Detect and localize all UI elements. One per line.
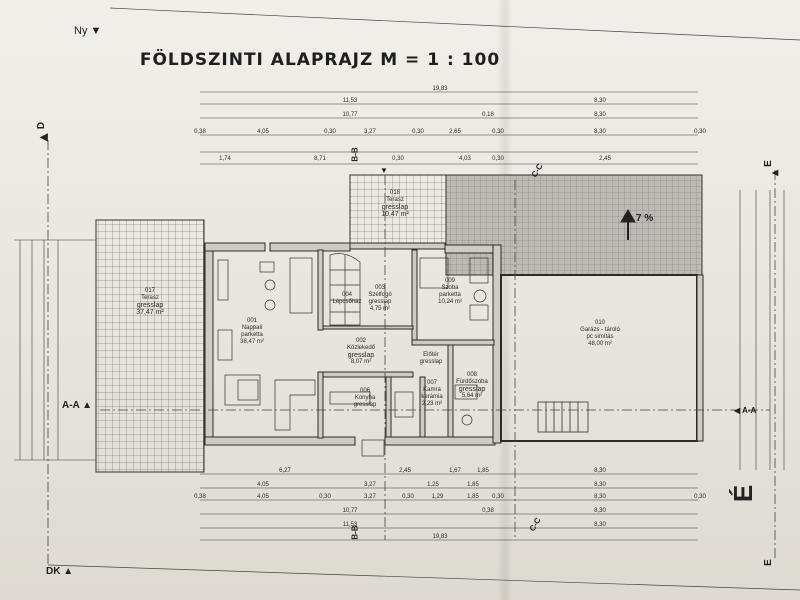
dim-bot-total: 19,83	[432, 534, 448, 540]
dim-top-4b: 4,05	[257, 129, 269, 135]
main-stair	[329, 253, 361, 326]
dim-top-5d: 4,03	[459, 156, 471, 162]
top-dimension-lines	[200, 91, 698, 165]
dim-bot-2d: 1,85	[467, 482, 479, 488]
section-lines	[47, 140, 776, 565]
section-e-bottom: E	[762, 559, 774, 566]
dim-top-4f: 2,65	[449, 129, 461, 135]
dim-top-3a: 10,77	[342, 112, 358, 118]
dim-bot-2a: 4,05	[257, 482, 269, 488]
section-e-top: E	[762, 160, 774, 167]
dim-top-5f: 2,45	[599, 156, 611, 162]
dim-bot-4b: 0,38	[482, 508, 494, 514]
dim-top-5c: 0,30	[392, 156, 404, 162]
dim-bot-3j: 0,30	[694, 494, 706, 500]
dim-bot-3h: 0,30	[492, 494, 504, 500]
dim-top-4e: 0,30	[412, 129, 424, 135]
section-d-top: D	[36, 121, 48, 130]
dim-bot-1a: 6,27	[279, 468, 291, 474]
section-e-arrow-icon: ◀	[772, 168, 779, 177]
dim-bot-3a: 0,38	[194, 494, 206, 500]
big-section-label: É	[728, 484, 759, 503]
dim-bot-3d: 3,27	[364, 494, 376, 500]
dim-bot-2b: 3,27	[364, 482, 376, 488]
section-bb-bottom: B-B	[350, 525, 360, 540]
roof-slope-area	[445, 174, 703, 276]
dim-top-2b: 8,30	[594, 98, 606, 104]
dim-top-5b: 8,71	[314, 156, 326, 162]
dim-bot-4c: 8,30	[594, 508, 606, 514]
dim-top-4g: 0,30	[492, 129, 504, 135]
section-bb-arrow-icon: ▼	[380, 166, 388, 175]
dim-top-4c: 0,30	[324, 129, 336, 135]
section-d-arrow-icon: ◀	[40, 132, 48, 143]
left-dimension-lines	[14, 239, 96, 461]
garage-stair	[537, 401, 589, 433]
dim-top-4h: 8,30	[594, 129, 606, 135]
dim-bot-5a: 11,53	[342, 522, 358, 528]
dim-bot-2e: 8,30	[594, 482, 606, 488]
terrace-017-area	[95, 219, 205, 473]
garage-walls	[500, 274, 698, 442]
north-label: Ny ▼	[74, 25, 102, 37]
dim-top-4d: 3,27	[364, 129, 376, 135]
dim-bot-1d: 1,85	[477, 468, 489, 474]
dim-top-3b: 0,18	[482, 112, 494, 118]
dim-bot-3e: 0,30	[402, 494, 414, 500]
dim-top-4i: 0,30	[694, 129, 706, 135]
dim-bot-3i: 8,30	[594, 494, 606, 500]
paper-fold	[497, 0, 513, 600]
drawing-title: FÖLDSZINTI ALAPRAJZ M = 1 : 100	[139, 50, 501, 70]
furniture	[217, 257, 489, 457]
bottom-dimension-lines	[200, 473, 698, 541]
dim-bot-1b: 2,45	[399, 468, 411, 474]
right-dimension-lines	[739, 190, 785, 470]
dim-top-5a: 1,74	[219, 156, 231, 162]
dim-top-5e: 0,30	[492, 156, 504, 162]
slope-label: 7 %	[636, 213, 654, 224]
section-aa-left: A-A ▲	[62, 400, 93, 411]
slope-arrow	[620, 209, 636, 240]
dim-bot-1c: 1,67	[449, 468, 461, 474]
dim-top-4a: 0,38	[194, 129, 206, 135]
site-lines	[47, 7, 800, 591]
section-aa-right: ◀ A-A	[734, 406, 757, 415]
dim-bot-1e: 8,30	[594, 468, 606, 474]
dim-bot-3f: 1,29	[431, 494, 444, 500]
north-arrow-icon: ▼	[90, 25, 102, 37]
dim-bot-3b: 4,05	[257, 494, 269, 500]
corner-label: DK ▲	[46, 566, 74, 577]
dim-bot-4a: 10,77	[342, 508, 358, 514]
section-bb-top: B-B	[350, 147, 360, 162]
dim-bot-2c: 1,25	[427, 482, 439, 488]
dim-bot-3g: 1,85	[467, 494, 479, 500]
dim-top-total: 19,83	[432, 86, 448, 92]
dim-top-3c: 8,30	[594, 112, 606, 118]
dim-bot-3c: 0,30	[319, 494, 331, 500]
dim-bot-5b: 8,30	[594, 522, 606, 528]
dim-top-2a: 11,53	[342, 98, 358, 104]
